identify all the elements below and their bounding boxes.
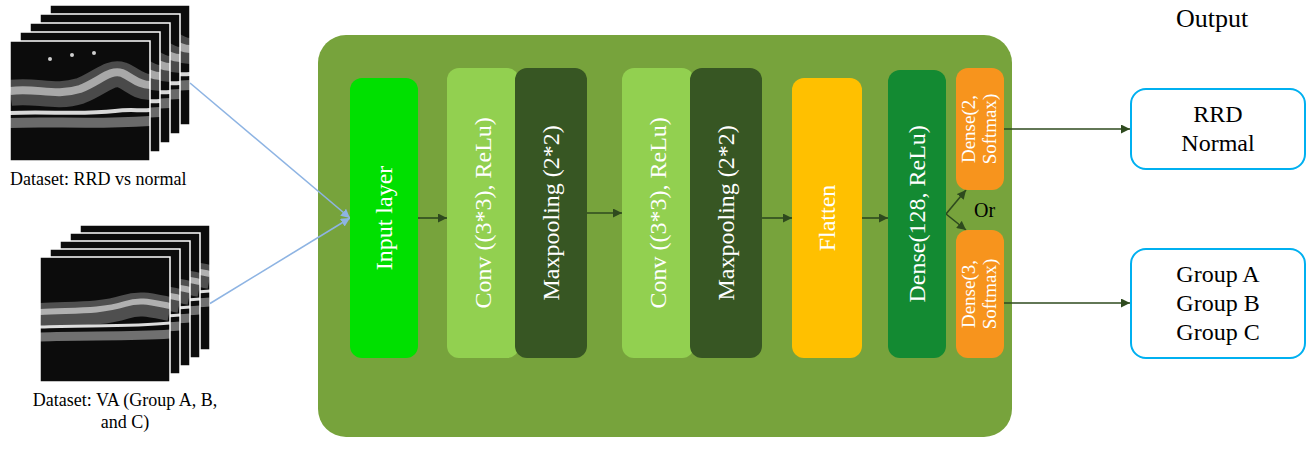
layer-label: Input layer: [371, 166, 397, 271]
dataset-caption: Dataset: RRD vs normal: [10, 169, 186, 191]
layer-label: Dense(3, Softmax): [959, 238, 1001, 350]
layer-box: Maxpooling (2*2): [690, 68, 762, 358]
connector-arrow: [946, 214, 966, 230]
layer-box: Dense(128, ReLu): [888, 70, 946, 358]
image-stack: Dataset: VA (Group A, B, and C): [40, 225, 210, 382]
image-stack: Dataset: RRD vs normal: [10, 5, 190, 161]
layer-box: Dense(3, Softmax): [956, 230, 1004, 358]
connector-arrow: [946, 190, 966, 214]
layer-label: Dense(128, ReLu): [904, 126, 930, 303]
layer-label: Conv ((3*3), ReLu): [470, 118, 496, 309]
output-box: Group AGroup BGroup C: [1130, 248, 1306, 359]
layer-label: Maxpooling (2*2): [713, 126, 739, 301]
connector-arrow: [762, 217, 792, 219]
branch-note: Or: [974, 199, 995, 222]
layer-box: Conv ((3*3), ReLu): [447, 68, 519, 358]
layer-box: Input layer: [350, 78, 418, 358]
layer-label: Flatten: [814, 185, 840, 252]
output-class: RRD: [1193, 100, 1242, 129]
connector-arrow: [190, 83, 350, 218]
connector-arrow: [862, 217, 888, 219]
output-class: Group B: [1176, 289, 1259, 318]
section-heading: Output: [1176, 4, 1248, 34]
layer-box: Dense(2, Softmax): [956, 68, 1004, 190]
image-stack-top: [10, 5, 190, 161]
image-stack-bottom: [40, 225, 210, 382]
connector-arrow: [418, 217, 447, 219]
dataset-caption: Dataset: VA (Group A, B, and C): [25, 390, 225, 433]
output-box: RRDNormal: [1130, 88, 1306, 170]
connector-arrow: [210, 218, 350, 304]
output-class: Normal: [1181, 129, 1254, 158]
layer-label: Maxpooling (2*2): [538, 126, 564, 301]
output-class: Group C: [1176, 318, 1259, 347]
connector-arrow: [1004, 128, 1130, 130]
connector-arrow: [587, 212, 622, 214]
output-class: Group A: [1176, 260, 1259, 289]
layer-box: Maxpooling (2*2): [515, 68, 587, 358]
layer-box: Flatten: [792, 78, 862, 358]
model-panel: [318, 35, 1012, 437]
layer-label: Dense(2, Softmax): [959, 76, 1001, 182]
layer-label: Conv ((3*3), ReLu): [645, 118, 671, 309]
connector-arrow: [1004, 302, 1130, 304]
layer-box: Conv ((3*3), ReLu): [622, 68, 694, 358]
